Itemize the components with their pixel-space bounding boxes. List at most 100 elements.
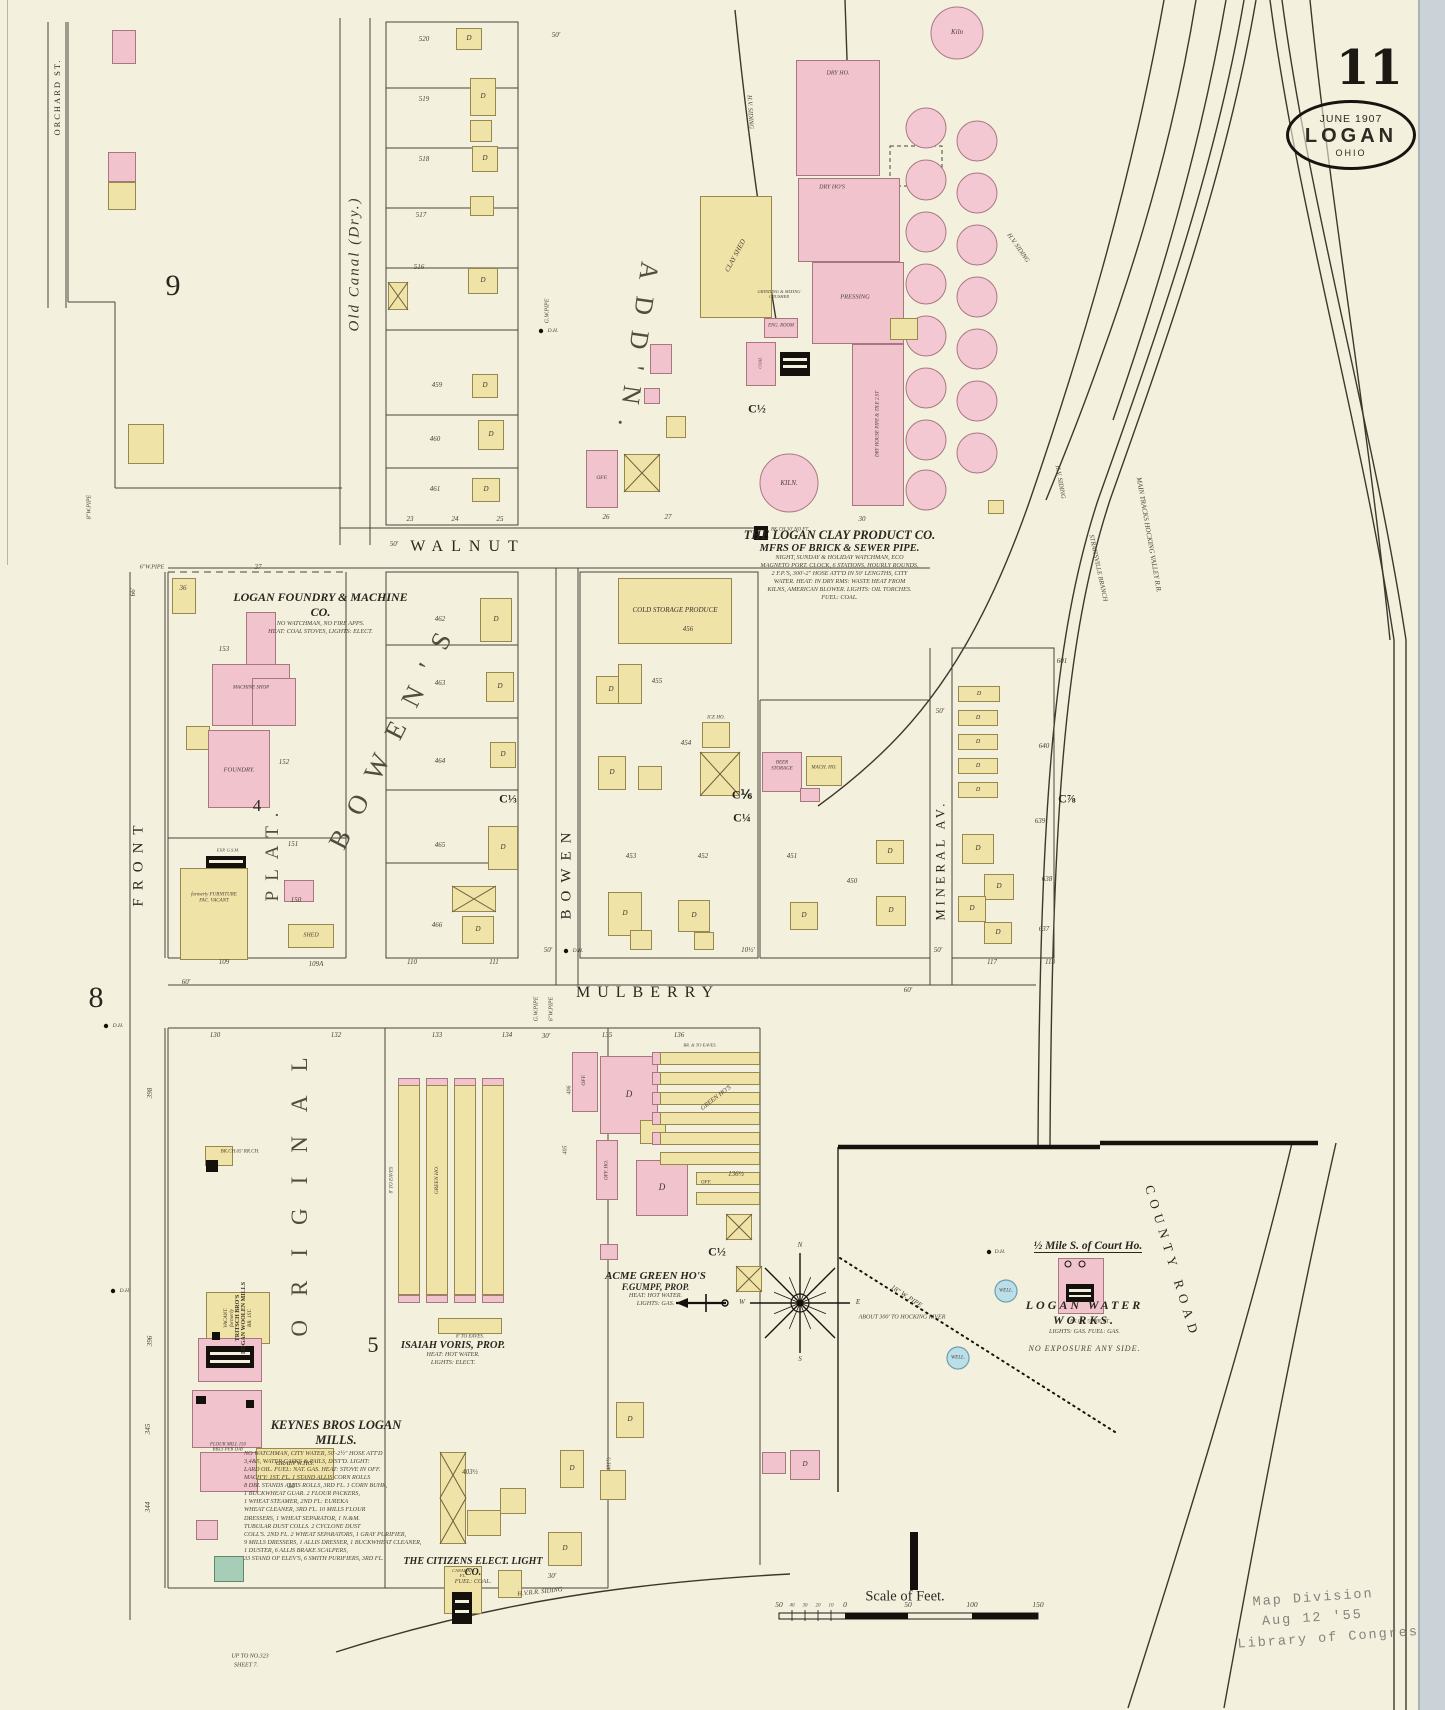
business-note: FUEL: COAL. [454, 1578, 492, 1585]
building-label: D [887, 847, 893, 856]
map-label: 111 [489, 958, 499, 967]
map-label: 134 [501, 1031, 513, 1040]
map-label: BK.CH.65' RR.CH. [220, 1149, 260, 1155]
business-prop: F.GUMPF, PROP. [621, 1282, 690, 1292]
business-note: DRESSERS, 1 WHEAT SEPARATOR, 1 N.&M. [244, 1514, 360, 1522]
map-label: 135 [601, 1031, 613, 1040]
railroad-tracks [734, 0, 1407, 1710]
map-label: DRY HO'S [819, 184, 845, 191]
scale-title: Scale of Feet. [865, 1588, 945, 1605]
building-label: D [627, 1415, 633, 1424]
map-label: 30' [547, 1572, 557, 1581]
map-label: N [797, 1241, 803, 1250]
map-label: 462 [434, 615, 446, 624]
building: D [962, 834, 994, 864]
map-label: 450 [846, 877, 858, 886]
stamp-state: OHIO [1335, 147, 1367, 158]
map-label: DRY HO. [826, 70, 850, 77]
block-number-9: 9 [165, 269, 181, 302]
building [200, 1452, 258, 1492]
map-label: 517 [415, 211, 427, 220]
map-label: 37 [254, 563, 262, 572]
business-note: 3,4&5, WATER CASKS & PAILS, DIST'D. LIGH… [244, 1458, 370, 1466]
building [470, 120, 492, 142]
waterworks-boundary [837, 1140, 1318, 1492]
building [112, 30, 136, 64]
building-label: D [975, 844, 981, 853]
map-label: W [739, 1298, 745, 1307]
building-label: D [975, 714, 981, 721]
map-label: 150 [1032, 1599, 1044, 1609]
building-label: D [497, 682, 503, 691]
map-label: 464 [434, 757, 446, 766]
map-label: 30' [287, 1482, 297, 1491]
map-label: 6"W.PIPE [139, 564, 165, 571]
map-label: 396 [146, 1335, 155, 1347]
building [852, 344, 904, 506]
map-label: D.H. [994, 1248, 1006, 1255]
building: D [958, 686, 1000, 702]
building: D [984, 922, 1012, 944]
map-label: 640 [1038, 742, 1050, 751]
building [746, 342, 776, 386]
foundry-label: LOGAN FOUNDRY & MACHINE CO. NO WATCHMAN,… [228, 590, 413, 636]
keynes-mills-notes: NO WATCHMAN, CITY WATER, 50'-2½" HOSE AT… [244, 1450, 459, 1563]
map-label: 639 [1034, 817, 1046, 826]
map-label: 50 [775, 1599, 783, 1609]
building-label: D [975, 762, 981, 769]
building-label: D [488, 430, 494, 439]
map-label: S [798, 1355, 802, 1364]
building [694, 932, 714, 950]
building-label: D [969, 904, 975, 913]
map-label: COAL [757, 357, 763, 369]
map-label: 25 [496, 515, 504, 524]
building [600, 1470, 626, 1500]
building [482, 1295, 504, 1303]
scale-bar [778, 1610, 1039, 1621]
map-label: 132 [330, 1031, 342, 1040]
business-note: WHEAT CLEANER, 3RD FL. 10 MILLS FLOUR [244, 1506, 366, 1514]
building [696, 1192, 760, 1205]
business-note: MACH'Y: 1ST. FL. 1 STAND ALLIS CORN ROLL… [244, 1474, 371, 1482]
map-label: 345 [144, 1423, 153, 1435]
woolen-mills-label: VACANT. formerly TRITSCH BRO'S LOGAN WOO… [223, 1268, 253, 1368]
map-label: 30 [802, 1603, 808, 1609]
map-label: 637 [1038, 925, 1050, 934]
map-label: 463 [434, 679, 446, 688]
building-label: D [888, 906, 894, 915]
building [454, 1295, 476, 1303]
building: D [472, 374, 498, 398]
map-label: 66' [129, 587, 138, 597]
keynes-mills-label: KEYNES BROS LOGAN MILLS. [256, 1418, 416, 1448]
map-label: 50' [551, 31, 561, 40]
map-label: 151 [287, 840, 299, 849]
building [650, 344, 672, 374]
building [128, 424, 164, 464]
building [702, 722, 730, 748]
map-label: D.H. [572, 947, 584, 954]
business-note: LIGHTS: GAS. [636, 1300, 675, 1308]
building [806, 756, 842, 786]
building [638, 766, 662, 790]
building [762, 1452, 786, 1474]
map-label: 109 [218, 958, 230, 967]
business-note: 33 STAND OF ELEV'S, 6 SMITH PURIFIERS, 3… [244, 1554, 384, 1562]
building [596, 1140, 618, 1200]
business-title: ISAIAH VORIS, PROP. [400, 1340, 506, 1351]
building: D [560, 1450, 584, 1488]
building [426, 1085, 448, 1295]
milestone-text: ½ Mile S. of Court Ho. [1033, 1240, 1143, 1253]
building: D [876, 896, 906, 926]
building: D [958, 710, 998, 726]
map-label: 8' TO EAVES. [455, 1334, 485, 1340]
building [500, 1488, 526, 1514]
building: D [472, 146, 498, 172]
building-label: D [500, 843, 506, 852]
building [890, 318, 918, 340]
building [498, 1570, 522, 1598]
plat-plat: PLAT. [262, 802, 283, 902]
building [630, 930, 652, 950]
building: D [490, 742, 516, 768]
business-note: NO EXPOSURE ANY SIDE. [1028, 1344, 1141, 1354]
